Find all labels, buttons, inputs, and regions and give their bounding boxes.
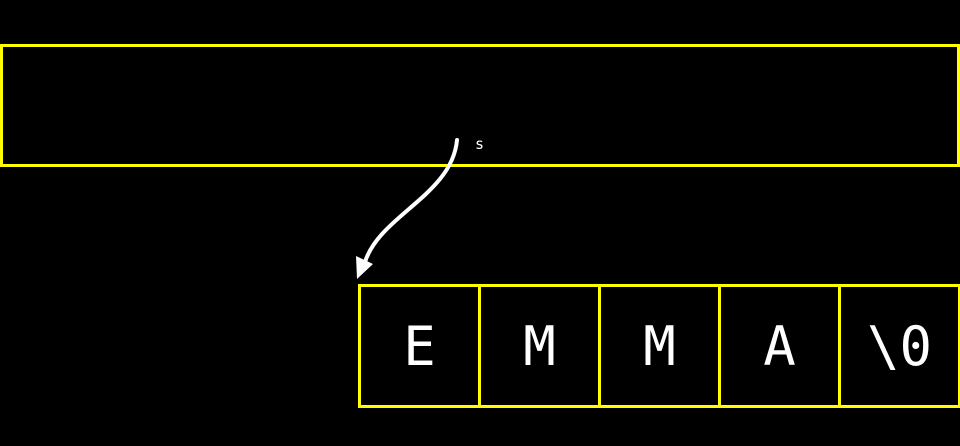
cell-char: M <box>523 314 556 378</box>
cell-char: A <box>763 314 796 378</box>
array-cell: M <box>598 284 721 408</box>
char-array: E M M A \0 <box>358 284 960 408</box>
cell-char: E <box>403 314 436 378</box>
pointer-variable-label: s <box>475 135 485 153</box>
cell-char: M <box>643 314 676 378</box>
cell-char: \0 <box>866 314 933 378</box>
array-cell: M <box>478 284 601 408</box>
array-cell: \0 <box>838 284 960 408</box>
array-cell: E <box>358 284 481 408</box>
array-cell: A <box>718 284 841 408</box>
stack-frame-box <box>0 44 960 167</box>
